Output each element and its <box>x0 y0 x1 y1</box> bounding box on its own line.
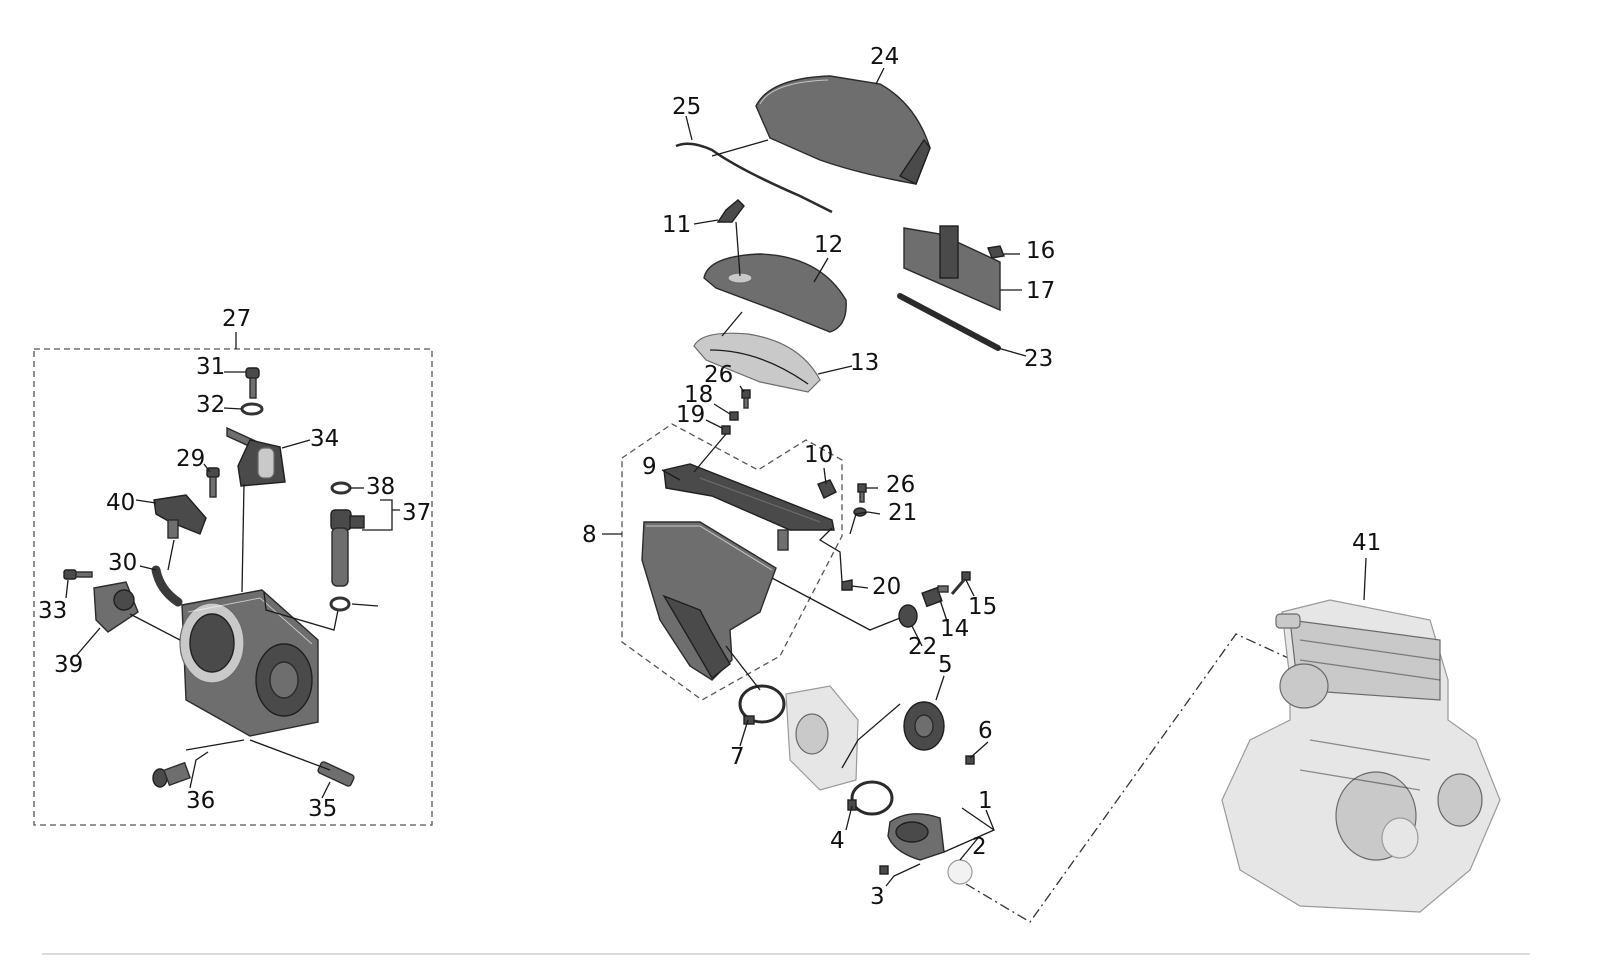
part-30-hose <box>151 565 183 607</box>
label-22: 22 <box>908 634 937 660</box>
label-15: 15 <box>968 594 997 620</box>
part-26-bolt-right <box>857 483 867 503</box>
label-20: 20 <box>872 574 901 600</box>
label-1: 1 <box>978 788 993 814</box>
label-5: 5 <box>938 652 953 678</box>
label-18: 18 <box>684 382 713 408</box>
part-5-cover <box>903 701 945 751</box>
label-35: 35 <box>308 796 337 822</box>
label-27: 27 <box>222 306 251 332</box>
label-21: 21 <box>888 500 917 526</box>
label-26-right: 26 <box>886 472 915 498</box>
part-18-bush <box>729 411 739 421</box>
part-16-nut <box>987 245 1005 259</box>
part-24-airbox-cover <box>755 75 931 185</box>
label-29: 29 <box>176 446 205 472</box>
label-33: 33 <box>38 598 67 624</box>
label-11: 11 <box>662 212 691 238</box>
part-26-bolt-upper <box>741 389 751 409</box>
label-24: 24 <box>870 44 899 70</box>
label-40: 40 <box>106 490 135 516</box>
airbox-housing <box>641 521 777 681</box>
label-6: 6 <box>978 718 993 744</box>
label-34: 34 <box>310 426 339 452</box>
group-8-outline <box>621 423 843 701</box>
part-22-grommet <box>898 604 918 628</box>
label-19: 19 <box>676 402 705 428</box>
label-25: 25 <box>672 94 701 120</box>
label-23: 23 <box>1024 346 1053 372</box>
label-17: 17 <box>1026 278 1055 304</box>
label-7: 7 <box>730 744 745 770</box>
part-23-seal-strip <box>897 293 1001 351</box>
part-32-washer <box>240 402 264 416</box>
label-14: 14 <box>940 616 969 642</box>
label-36: 36 <box>186 788 215 814</box>
label-32: 32 <box>196 392 225 418</box>
label-10: 10 <box>804 442 833 468</box>
callout-labels: 1 2 3 4 5 6 7 8 9 10 11 12 13 14 15 16 1… <box>38 44 1381 910</box>
part-38-oring <box>330 481 352 495</box>
part-12-filter-cover <box>703 253 847 333</box>
part-4-hose-clamp <box>847 780 894 816</box>
label-41: 41 <box>1352 530 1381 556</box>
part-13-air-filter <box>693 332 821 393</box>
part-14-sensor <box>921 585 949 608</box>
label-26-upper: 26 <box>704 362 733 388</box>
label-39: 39 <box>54 652 83 678</box>
part-36-adjust-screw <box>152 761 191 788</box>
part-10-grommet <box>817 479 837 499</box>
part-25-vent-line <box>675 142 833 214</box>
label-9: 9 <box>642 454 657 480</box>
part-37-injector <box>330 509 365 587</box>
part-7-hose-clamp <box>738 684 786 725</box>
part-39-tps <box>93 581 139 633</box>
engine-connection-line <box>965 633 1311 923</box>
part-35-screw <box>317 761 355 787</box>
label-16: 16 <box>1026 238 1055 264</box>
label-2: 2 <box>972 834 987 860</box>
label-4: 4 <box>830 828 845 854</box>
part-29-screw <box>206 467 220 498</box>
part-31-bolt <box>245 367 260 399</box>
throttle-body-ghost <box>785 685 859 791</box>
part-1-intake-boot <box>887 813 945 861</box>
part-11-clip <box>716 199 745 223</box>
label-3: 3 <box>870 884 885 910</box>
label-37: 37 <box>402 500 431 526</box>
part-37-seal <box>329 596 351 612</box>
label-30: 30 <box>108 550 137 576</box>
part-2-gasket <box>947 859 973 885</box>
part-34-map-sensor <box>226 426 286 487</box>
part-19-bush <box>721 425 731 435</box>
part-20-clip <box>841 579 853 591</box>
detail-box-27 <box>33 348 433 826</box>
part-17-bracket <box>903 225 1001 312</box>
label-8: 8 <box>582 522 597 548</box>
part-33-screw <box>63 569 93 580</box>
part-41-engine <box>1221 599 1501 913</box>
label-31: 31 <box>196 354 225 380</box>
label-38: 38 <box>366 474 395 500</box>
part-9-airbox-frame <box>663 463 835 551</box>
label-12: 12 <box>814 232 843 258</box>
part-40-sensor <box>153 494 207 539</box>
label-13: 13 <box>850 350 879 376</box>
part-6-screw <box>965 755 975 765</box>
throttle-body-assembly <box>179 589 319 737</box>
part-3-screw <box>879 865 889 875</box>
